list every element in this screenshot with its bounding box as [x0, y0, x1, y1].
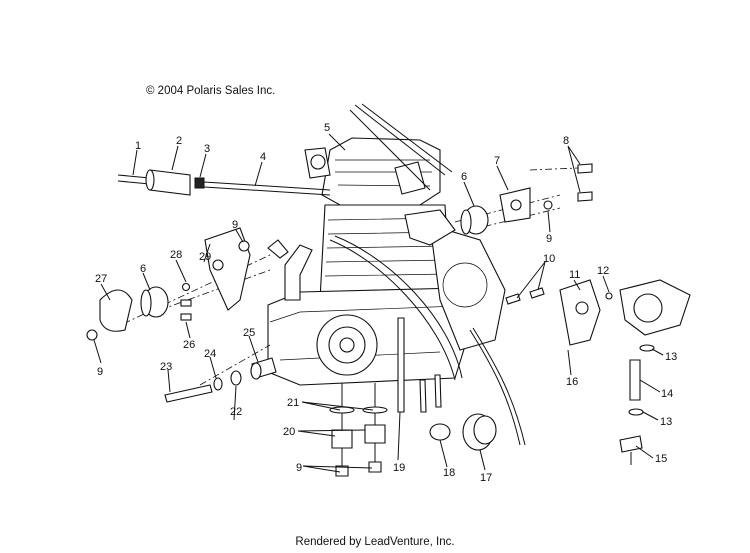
callout-6-right: 6: [461, 171, 467, 183]
callout-14: 14: [661, 388, 673, 400]
callout-9-lower-left: 9: [97, 366, 103, 378]
callout-12: 12: [597, 265, 609, 277]
footer-credit: Rendered by LeadVenture, Inc.: [295, 536, 455, 548]
callout-29: 29: [199, 251, 211, 263]
callout-26: 26: [183, 339, 195, 351]
callout-28: 28: [170, 249, 182, 261]
callout-11: 11: [569, 269, 580, 281]
callout-4: 4: [260, 151, 266, 163]
callout-24: 24: [204, 348, 216, 360]
engine-assembly: [267, 137, 506, 386]
cables: [329, 103, 526, 446]
callout-13-upper: 13: [665, 351, 677, 363]
callout-21: 21: [287, 397, 299, 409]
callout-23: 23: [160, 361, 172, 373]
callouts: 1 2 3 4 5 6 6 7 8 9 9 9 9 10 11 12 13 13…: [95, 122, 677, 484]
bottom-mounts: [329, 317, 405, 477]
callout-10: 10: [543, 253, 555, 265]
left-mount: [86, 227, 271, 341]
callout-9-bottom: 9: [296, 462, 302, 474]
right-lower-parts: [419, 279, 691, 465]
callout-15: 15: [655, 453, 667, 465]
copyright-text: © 2004 Polaris Sales Inc.: [146, 85, 276, 97]
callout-17: 17: [480, 472, 492, 484]
callout-22: 22: [230, 406, 242, 418]
callout-2: 2: [176, 135, 182, 147]
callout-9-right: 9: [546, 233, 552, 245]
leader-lines: [93, 133, 664, 473]
callout-18: 18: [443, 467, 455, 479]
front-mount-rod: [117, 169, 331, 196]
callout-19: 19: [393, 462, 405, 474]
callout-20: 20: [283, 426, 295, 438]
callout-27: 27: [95, 273, 107, 285]
right-mount: [454, 163, 593, 235]
callout-6-left: 6: [140, 263, 146, 275]
callout-16: 16: [566, 376, 578, 388]
callout-3: 3: [204, 143, 210, 155]
callout-13-lower: 13: [660, 416, 672, 428]
callout-5: 5: [324, 122, 330, 134]
callout-1: 1: [135, 140, 141, 152]
callout-7: 7: [494, 155, 500, 167]
callout-9-upper-left: 9: [232, 219, 238, 231]
lower-bolt-stack: [164, 344, 277, 403]
callout-8: 8: [563, 135, 569, 147]
callout-25: 25: [243, 327, 255, 339]
